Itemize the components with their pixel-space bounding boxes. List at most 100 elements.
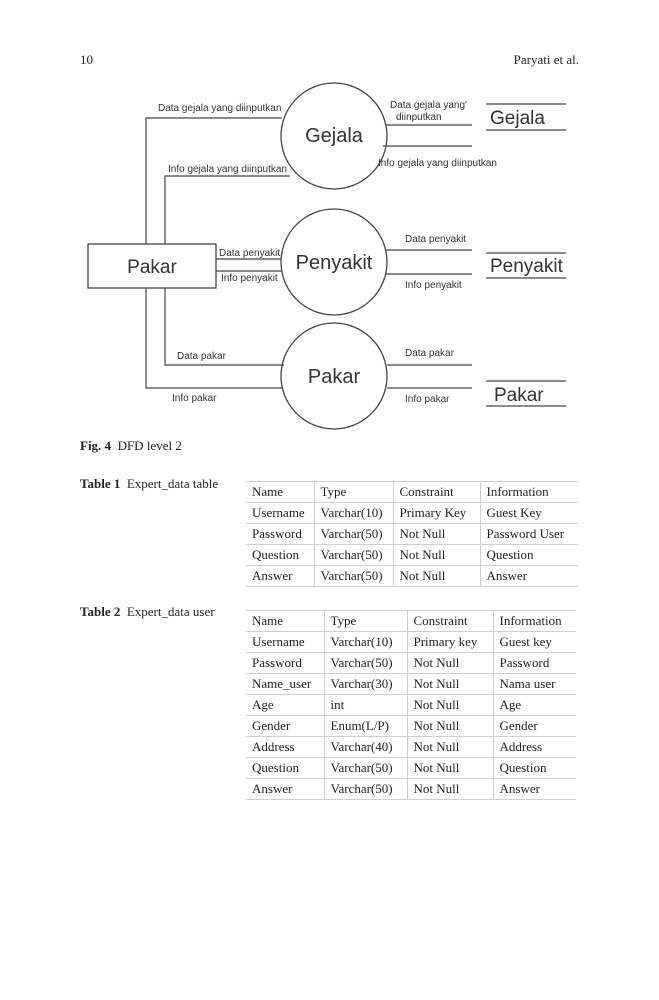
table-cell: Not Null [407,736,494,758]
table-cell: Age [246,694,325,716]
table-header-cell: Type [314,481,394,503]
process-pakar-label: Pakar [308,366,361,388]
table-header-cell: Constraint [407,610,494,632]
table-row: Question Varchar(50) Not Null Question [246,544,578,566]
table-header-cell: Information [480,481,578,503]
table-cell: Address [493,736,576,758]
table-cell: Question [493,757,576,779]
table-cell: Varchar(50) [324,778,408,800]
table-cell: Name_user [246,673,325,695]
table-header-cell: Constraint [393,481,481,503]
flow-info-penyakit-label: Info penyakit [221,273,278,284]
table-row: Answer Varchar(50) Not Null Answer [246,778,576,800]
table2-caption: Table 2 Expert_data user [80,604,240,620]
table2-caption-text: Expert_data user [126,604,215,619]
table-cell: Username [246,502,315,524]
table-cell: int [324,694,408,716]
table-cell: Address [246,736,325,758]
table-cell: Varchar(50) [314,523,394,545]
table-cell: Varchar(50) [314,544,394,566]
table-cell: Question [246,544,315,566]
flow-info-gejala-line [164,175,290,244]
table-cell: Varchar(50) [324,757,408,779]
flow-gejala-store-out-label: Info gejala yang diinputkan [378,158,497,169]
table1-expert-data: Name Type Constraint Information Usernam… [246,481,578,587]
table-cell: Not Null [407,673,494,695]
table-header-row: Name Type Constraint Information [246,481,578,503]
table1-label: Table 1 [80,476,121,491]
entity-pakar-label: Pakar [127,257,177,278]
table-cell: Answer [246,565,315,587]
table-row: Username Varchar(10) Primary key Guest k… [246,631,576,653]
flow-data-gejala-label: Data gejala yang diinputkan [158,103,281,114]
table-cell: Nama user [493,673,576,695]
table-cell: Varchar(40) [324,736,408,758]
table-row: Address Varchar(40) Not Null Address [246,736,576,758]
figure-label: Fig. 4 [80,438,112,453]
table2-label: Table 2 [80,604,121,619]
table-cell: Question [246,757,325,779]
table-header-cell: Information [493,610,576,632]
flow-data-pakar-label: Data pakar [177,351,227,362]
table-cell: Not Null [407,778,494,800]
process-pakar-circle [280,322,388,430]
process-gejala-label: Gejala [305,125,364,147]
table-row: Password Varchar(50) Not Null Password [246,652,576,674]
running-head-authors: Paryati et al. [513,52,579,67]
table-header-cell: Name [246,481,315,503]
table-cell: Answer [493,778,576,800]
table-cell: Varchar(10) [324,631,408,653]
flow-pakar-store-in-label: Data pakar [405,348,455,359]
table-row: Age int Not Null Age [246,694,576,716]
table2-expert-data-user: Name Type Constraint Information Usernam… [246,610,576,800]
table-cell: Guest key [493,631,576,653]
table-cell: Password [246,652,325,674]
flow-penyakit-store-out-label: Info penyakit [405,280,462,291]
entity-pakar-box [87,243,217,289]
table-row: Gender Enum(L/P) Not Null Gender [246,715,576,737]
dfd-level-2-diagram: Pakar Gejala Penyakit Pakar Data gejala … [87,82,566,430]
flow-data-gejala-line [145,117,282,244]
flow-info-pakar-line [145,288,283,389]
table-cell: Answer [480,565,578,587]
page-header: 10 Paryati et al. [80,52,579,70]
flow-info-gejala-label: Info gejala yang diinputkan [168,164,287,175]
table-cell: Not Null [407,694,494,716]
table-header-row: Name Type Constraint Information [246,610,576,632]
process-penyakit-label: Penyakit [296,252,373,274]
table-cell: Varchar(50) [314,565,394,587]
flow-penyakit-store-in-label: Data penyakit [405,234,466,245]
table-row: Answer Varchar(50) Not Null Answer [246,565,578,587]
table-cell: Username [246,631,325,653]
figure-caption-text: DFD level 2 [117,438,182,453]
table-cell: Gender [246,715,325,737]
table-cell: Not Null [393,565,481,587]
table-cell: Varchar(30) [324,673,408,695]
table-cell: Not Null [393,544,481,566]
table-row: Username Varchar(10) Primary Key Guest K… [246,502,578,524]
table-cell: Primary Key [393,502,481,524]
process-gejala-circle [280,82,388,190]
table-cell: Age [493,694,576,716]
store-penyakit-label: Penyakit [490,256,564,277]
store-pakar-label: Pakar [494,385,544,406]
table-cell: Not Null [407,715,494,737]
flow-gejala-store-in-label-1: Data gejala yang' [390,100,467,111]
table-cell: Guest Key [480,502,578,524]
table-cell: Answer [246,778,325,800]
flow-gejala-store-in-label-2: diinputkan [396,112,442,123]
process-penyakit-circle [280,208,388,316]
table-cell: Not Null [407,652,494,674]
table-cell: Primary key [407,631,494,653]
table-header-cell: Name [246,610,325,632]
table-cell: Varchar(10) [314,502,394,524]
table-cell: Question [480,544,578,566]
table-cell: Password User [480,523,578,545]
store-gejala-label: Gejala [490,108,545,129]
table-cell: Gender [493,715,576,737]
table-cell: Password [493,652,576,674]
flow-data-pakar-line [164,288,284,366]
flow-info-pakar-label: Info pakar [172,393,217,404]
table1-caption: Table 1 Expert_data table [80,476,240,492]
table-row: Name_user Varchar(30) Not Null Nama user [246,673,576,695]
